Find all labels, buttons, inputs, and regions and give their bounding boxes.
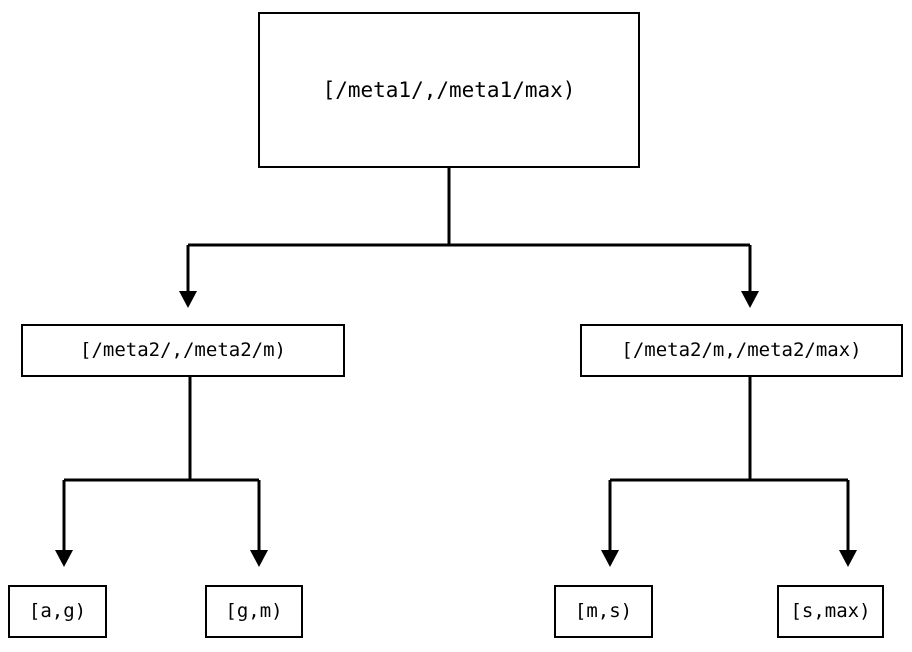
node-mid-left: [/meta2/,/meta2/m): [21, 324, 345, 377]
node-root-label: [/meta1/,/meta1/max): [322, 77, 576, 102]
arrowhead-to-leaf-m-s: [601, 550, 619, 567]
node-root: [/meta1/,/meta1/max): [258, 12, 640, 168]
node-leaf-a-g-label: [a,g): [28, 600, 87, 622]
node-leaf-s-max: [s,max): [777, 585, 884, 638]
node-mid-left-label: [/meta2/,/meta2/m): [80, 339, 286, 361]
arrowhead-to-mid-left: [179, 291, 197, 308]
node-leaf-m-s: [m,s): [554, 585, 653, 638]
node-leaf-g-m-label: [g,m): [225, 600, 283, 622]
node-leaf-s-max-label: [s,max): [790, 600, 871, 622]
arrowhead-to-mid-right: [741, 291, 759, 308]
node-leaf-a-g: [a,g): [8, 585, 107, 638]
node-leaf-g-m: [g,m): [205, 585, 303, 638]
node-mid-right-label: [/meta2/m,/meta2/max): [621, 339, 862, 361]
node-mid-right: [/meta2/m,/meta2/max): [580, 324, 903, 377]
arrowhead-to-leaf-g-m: [250, 550, 268, 567]
arrowhead-to-leaf-a-g: [55, 550, 73, 567]
arrowhead-to-leaf-s-max: [839, 550, 857, 567]
node-leaf-m-s-label: [m,s): [574, 600, 633, 622]
